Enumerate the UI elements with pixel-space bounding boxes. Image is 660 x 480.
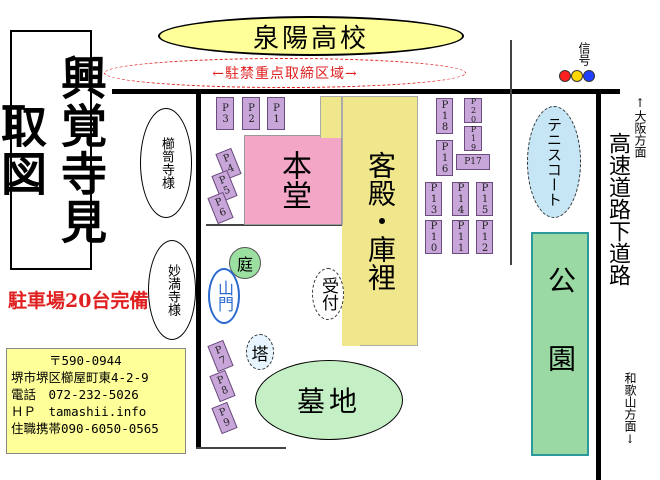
direction-osaka: ↑大阪方面	[633, 96, 647, 158]
reception-label: 受付	[318, 277, 338, 311]
parking-p17: P17	[456, 154, 490, 170]
parking-p7: P7	[207, 339, 234, 373]
park: 公園	[531, 232, 589, 456]
highway-label: 高速道路下道路	[605, 132, 630, 286]
road-left-vertical	[196, 94, 201, 449]
signal-light	[558, 70, 598, 84]
pagoda: 塔	[246, 334, 274, 370]
road-right-vertical	[596, 89, 601, 480]
contact-address: 堺市堺区櫛屋町東4-2-9	[11, 370, 149, 385]
tennis-court: テニスコート	[527, 106, 581, 218]
parking-p11: P11	[452, 220, 469, 254]
signal-blue	[583, 70, 595, 82]
parking-p10: P10	[425, 220, 442, 254]
guest-hall-upper	[320, 96, 342, 138]
contact-box: 〒590-0944 堺市堺区櫛屋町東4-2-9 電話 072-232-5026 …	[6, 348, 186, 454]
parking-p8: P8	[209, 369, 236, 403]
neighbor-kushige-label: 櫛笥寺様	[159, 137, 174, 189]
map-title: 興覚寺見取図	[0, 54, 108, 246]
signal-label: 信号	[577, 42, 591, 66]
parking-p18: P18	[436, 98, 453, 134]
guest-hall-stem	[342, 225, 360, 346]
road-bottom	[196, 447, 286, 449]
parking-p2: P2	[242, 97, 260, 130]
parking-p14: P14	[452, 182, 469, 216]
parking-note: 駐車場20台完備	[8, 290, 149, 312]
parking-p1: P1	[267, 97, 285, 130]
parking-p20: P20	[464, 97, 482, 124]
signal-yellow	[571, 70, 583, 82]
road-grounds-edge	[510, 40, 512, 265]
neighbor-kushige: 櫛笥寺様	[140, 108, 192, 218]
pagoda-label: 塔	[251, 344, 269, 365]
signal-red	[559, 70, 571, 82]
parking-p12: P12	[476, 220, 493, 254]
parking-p9: P9	[211, 401, 238, 435]
direction-wakayama: 和歌山方面↓	[623, 372, 637, 446]
no-parking-text: ←駐禁重点取締区域→	[212, 66, 358, 82]
parking-p15: P15	[476, 182, 493, 216]
cemetery: 墓地	[255, 360, 403, 440]
neighbor-myoman-label: 妙満寺様	[165, 264, 180, 316]
main-hall: 本堂	[244, 135, 342, 225]
garden-label: 庭	[236, 255, 253, 274]
title-box: 興覚寺見取図	[0, 30, 108, 270]
road-inner-divider	[206, 224, 346, 226]
contact-mobile: 住職携帯090-6050-0565	[11, 421, 159, 436]
parking-p13: P13	[425, 182, 442, 216]
park-label: 公園	[544, 266, 577, 422]
cemetery-label: 墓地	[296, 385, 361, 418]
tennis-court-label: テニスコート	[545, 117, 563, 207]
mountain-gate-label: 山門	[215, 280, 234, 312]
school-label: 泉陽高校	[158, 16, 464, 56]
road-horizontal	[112, 89, 620, 94]
parking-p19: P19	[464, 125, 482, 152]
parking-p16: P16	[436, 140, 453, 176]
neighbor-myoman: 妙満寺様	[148, 240, 196, 340]
main-hall-label: 本堂	[276, 150, 311, 210]
parking-p3: P3	[216, 97, 234, 130]
no-parking-zone: ←駐禁重点取締区域→	[104, 58, 466, 88]
guest-hall-label: 客殿・庫裡	[364, 151, 397, 291]
contact-zip: 〒590-0944	[49, 353, 122, 368]
mountain-gate: 山門	[208, 268, 240, 324]
school-name: 泉陽高校	[252, 23, 369, 54]
contact-hp[interactable]: ＨＰ tamashii.info	[11, 404, 147, 419]
reception: 受付	[312, 268, 344, 320]
contact-tel: 電話 072-232-5026	[11, 387, 139, 402]
